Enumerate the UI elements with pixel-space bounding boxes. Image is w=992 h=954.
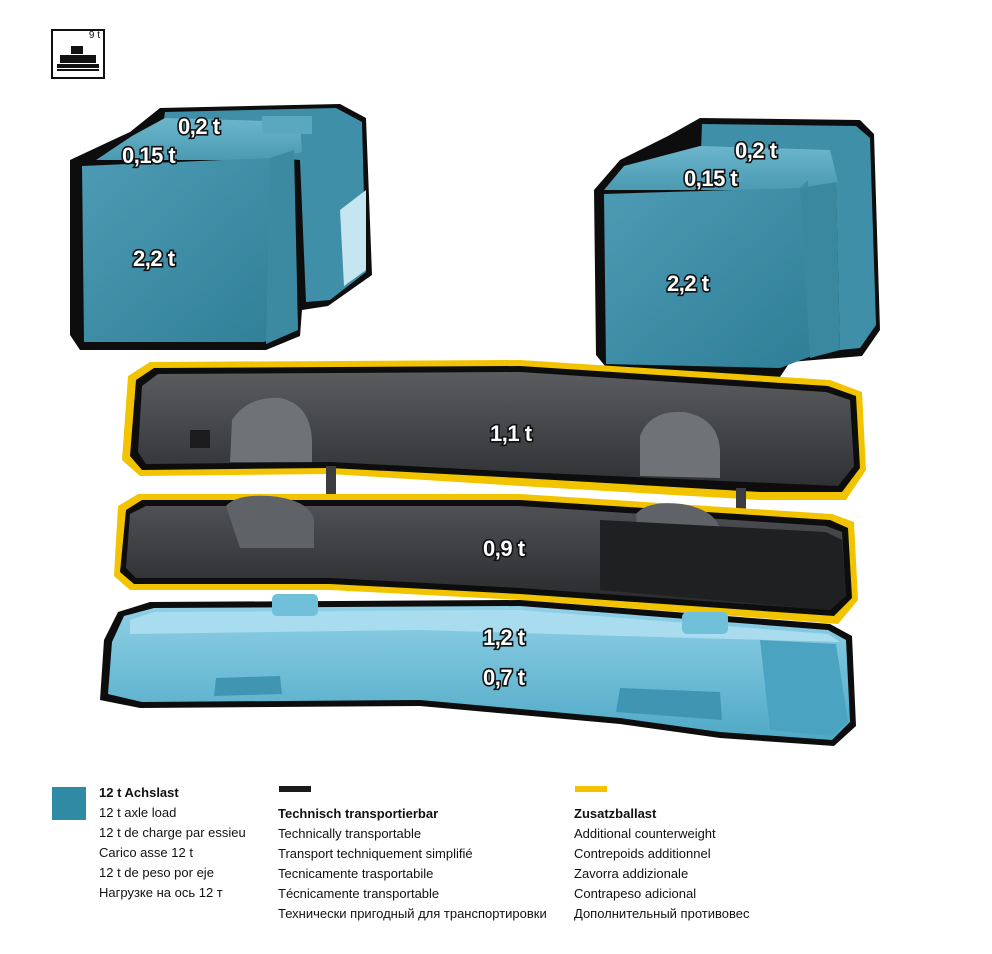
base-counterweight-block (100, 594, 856, 746)
legend-additional-counterweight: Zusatzballast Additional counterweight C… (574, 804, 749, 924)
weight-label-right-mid: 0,15 t (684, 166, 738, 191)
legend-swatch-transportable (279, 786, 311, 792)
legend-transport-line: Технически пригодный для транспортировки (278, 906, 547, 921)
legend-transport-line: Technically transportable (278, 826, 422, 841)
weight-label-left-main: 2,2 t (133, 246, 176, 271)
legend-swatch-additional (575, 786, 607, 792)
weight-label-right-main: 2,2 t (667, 271, 710, 296)
weight-label-middle-bar: 0,9 t (483, 536, 526, 561)
legend-additional-line: Contrepoids additionnel (574, 846, 711, 861)
legend-additional-line: Additional counterweight (574, 826, 716, 841)
legend-additional-line: Contrapeso adicional (574, 886, 697, 901)
weight-label-right-top: 0,2 t (735, 138, 778, 163)
left-counterweight-block (70, 104, 372, 350)
legend-transport-line: Transport techniquement simplifié (278, 846, 473, 861)
weight-label-left-mid: 0,15 t (122, 143, 176, 168)
upper-counterweight-bar (122, 360, 866, 512)
middle-counterweight-bar (114, 494, 858, 624)
crane-counterweight-icon (57, 46, 99, 71)
legend-axle-line: 12 t de peso por eje (99, 865, 214, 880)
right-counterweight-block (594, 118, 880, 380)
legend-axle-line: 12 t de charge par essieu (99, 825, 246, 840)
weight-label-base-top: 1,2 t (483, 625, 526, 650)
legend-axle-load: 12 t Achslast 12 t axle load 12 t de cha… (99, 783, 246, 903)
legend-additional-line: Zavorra addizionale (574, 866, 689, 881)
legend-transport-line: Tecnicamente trasportabile (278, 866, 434, 881)
legend-axle-line: 12 t axle load (99, 805, 177, 820)
legend-transportable: Technisch transportierbar Technically tr… (278, 804, 547, 924)
legend-transport-title: Technisch transportierbar (278, 806, 439, 821)
legend-axle-line: Нагрузке на ось 12 т (99, 885, 223, 900)
weight-label-base-bottom: 0,7 t (483, 665, 526, 690)
legend-axle-line: Carico asse 12 t (99, 845, 193, 860)
weight-label-upper-bar: 1,1 t (490, 421, 533, 446)
legend-additional-line: Дополнительный противовес (574, 906, 750, 921)
weight-label-left-top: 0,2 t (178, 114, 221, 139)
crane-capacity-icon: 9 t (51, 29, 105, 79)
legend-transport-line: Técnicamente transportable (278, 886, 440, 901)
legend-axle-title: 12 t Achslast (99, 785, 179, 800)
icon-capacity-label: 9 t (88, 30, 100, 41)
legend-additional-title: Zusatzballast (574, 806, 657, 821)
legend-swatch-axle-load (52, 787, 86, 820)
